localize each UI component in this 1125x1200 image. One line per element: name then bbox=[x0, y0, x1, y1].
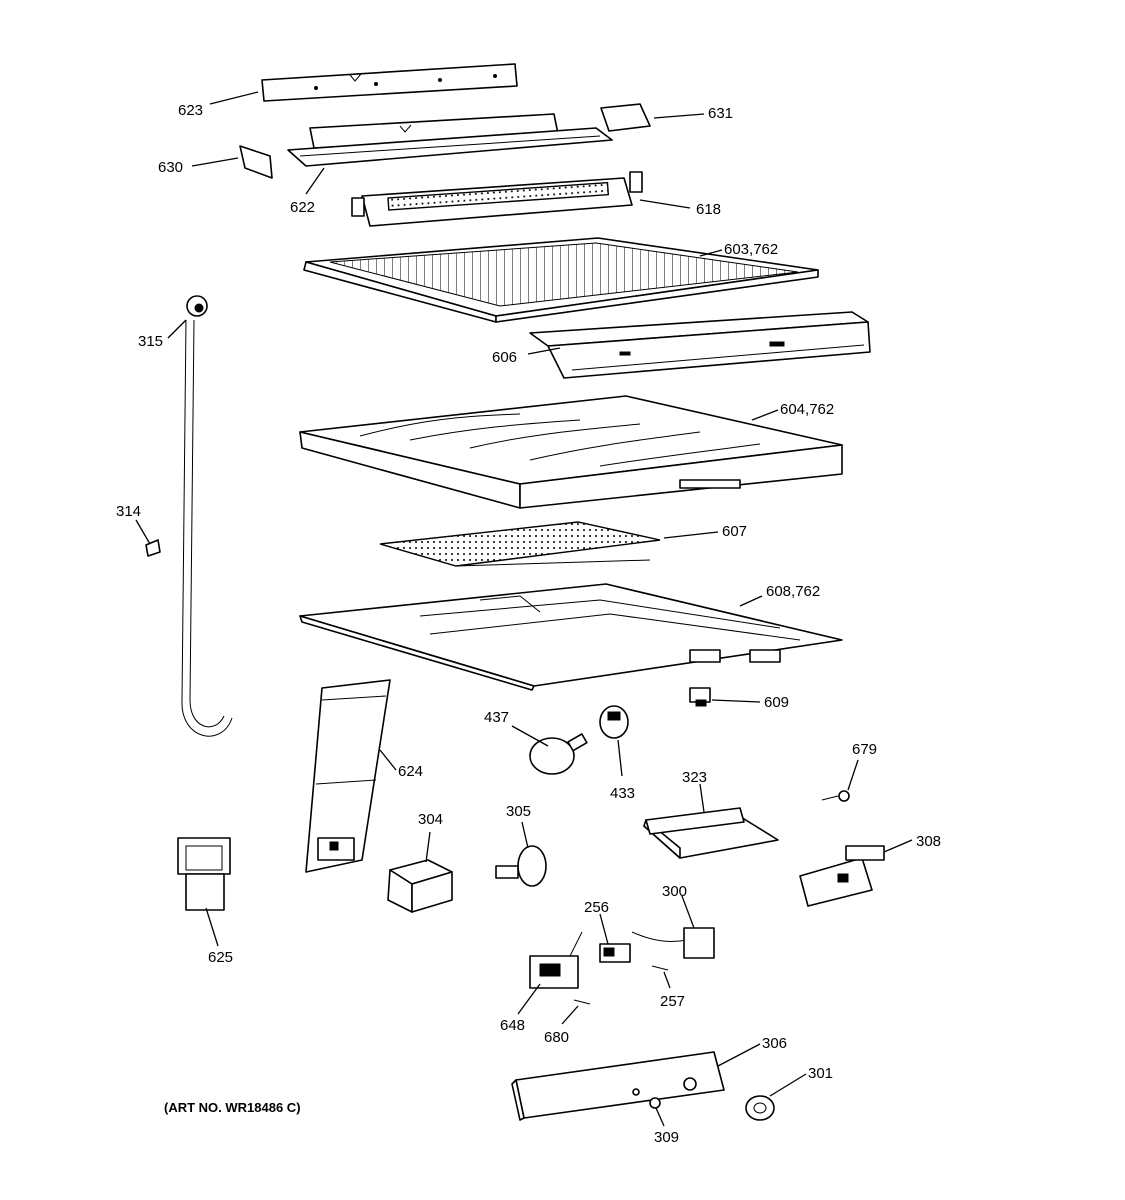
part-256-relay bbox=[599, 943, 631, 963]
callout-608-762: 608,762 bbox=[766, 583, 820, 600]
part-624-duct bbox=[305, 679, 391, 873]
part-305-control bbox=[495, 845, 547, 887]
callout-604-762: 604,762 bbox=[780, 401, 834, 418]
part-306-control-bracket bbox=[511, 1051, 725, 1121]
part-630-bracket bbox=[239, 145, 273, 179]
callout-625: 625 bbox=[208, 949, 233, 966]
part-609-switch bbox=[689, 687, 711, 707]
part-623-trim-strip bbox=[261, 63, 518, 102]
part-437-light-bulb bbox=[529, 733, 588, 775]
part-257-screw bbox=[651, 965, 669, 971]
part-308-bracket bbox=[799, 845, 885, 907]
callout-300: 300 bbox=[662, 883, 687, 900]
part-315-drain-tube bbox=[181, 295, 233, 737]
part-679-screw bbox=[821, 790, 850, 802]
callout-304: 304 bbox=[418, 811, 443, 828]
part-608-crisper-pan bbox=[299, 583, 843, 691]
part-618-rail bbox=[351, 171, 643, 227]
callout-609: 609 bbox=[764, 694, 789, 711]
part-631-block bbox=[600, 103, 651, 132]
callout-256: 256 bbox=[584, 899, 609, 916]
part-606-crisper-front bbox=[529, 311, 871, 379]
part-625-damper bbox=[177, 837, 231, 911]
callout-607: 607 bbox=[722, 523, 747, 540]
callout-308: 308 bbox=[916, 833, 941, 850]
part-607-mesh bbox=[379, 521, 661, 567]
part-648-timer bbox=[529, 931, 583, 989]
callout-624: 624 bbox=[398, 763, 423, 780]
callout-648: 648 bbox=[500, 1017, 525, 1034]
part-433-socket bbox=[599, 705, 629, 739]
callout-680: 680 bbox=[544, 1029, 569, 1046]
callout-630: 630 bbox=[158, 159, 183, 176]
callout-315: 315 bbox=[138, 333, 163, 350]
callout-679: 679 bbox=[852, 741, 877, 758]
callout-301: 301 bbox=[808, 1065, 833, 1082]
callout-433: 433 bbox=[610, 785, 635, 802]
part-680-screw bbox=[573, 999, 591, 1005]
callout-306: 306 bbox=[762, 1035, 787, 1052]
callout-622: 622 bbox=[290, 199, 315, 216]
callout-257: 257 bbox=[660, 993, 685, 1010]
part-304-block bbox=[387, 859, 453, 913]
callout-309: 309 bbox=[654, 1129, 679, 1146]
part-323-housing bbox=[643, 807, 779, 859]
callout-603-762: 603,762 bbox=[724, 241, 778, 258]
leader-lines bbox=[135, 91, 913, 1127]
part-622-tray bbox=[287, 113, 613, 167]
callout-314: 314 bbox=[116, 503, 141, 520]
callout-623: 623 bbox=[178, 102, 203, 119]
part-314-clip bbox=[145, 539, 161, 557]
part-309-insert bbox=[649, 1097, 661, 1109]
callout-323: 323 bbox=[682, 769, 707, 786]
callout-labels: 623 631 630 622 618 603,762 315 606 604,… bbox=[116, 102, 941, 1146]
part-301-knob bbox=[745, 1095, 775, 1121]
art-number: (ART NO. WR18486 C) bbox=[164, 1100, 301, 1115]
callout-631: 631 bbox=[708, 105, 733, 122]
callout-305: 305 bbox=[506, 803, 531, 820]
part-300-thermostat bbox=[631, 927, 715, 959]
callout-437: 437 bbox=[484, 709, 509, 726]
part-604-pan-cover bbox=[299, 395, 843, 509]
part-603-ribbed-shelf bbox=[303, 237, 819, 323]
callout-606: 606 bbox=[492, 349, 517, 366]
callout-618: 618 bbox=[696, 201, 721, 218]
